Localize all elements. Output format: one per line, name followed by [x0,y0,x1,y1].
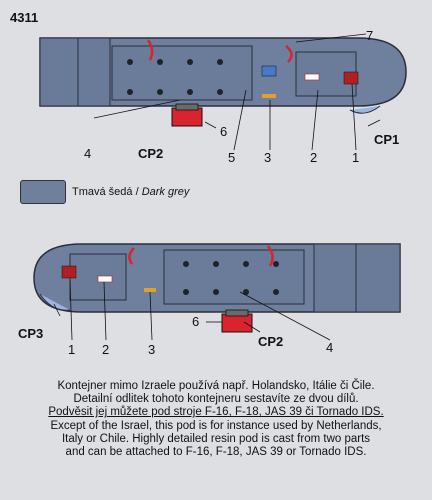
caption-line-5: Italy or Chile. Highly detailed resin po… [61,432,371,445]
bottom-label-cp2: CP2 [258,334,283,349]
caption-line-1: Kontejner mimo Izraele používá např. Hol… [57,380,375,392]
top-label-2: 2 [310,150,317,165]
legend-label-en: Dark grey [141,186,190,198]
bottom-label-1: 1 [68,342,75,357]
caption-line-6: and can be attached to F-16, F-18, JAS 3… [65,446,367,459]
page-number: 4311 [10,10,39,25]
bottom-label-4: 4 [326,340,333,355]
bottom-label-cp3: CP3 [18,326,43,341]
top-pod: 7 6 4 5 3 2 1 CP1 CP2 [39,28,407,165]
caption-line-3: Podvěsit jej můžete pod stroje F-16, F-1… [48,406,384,419]
caption: Kontejner mimo Izraele používá např. Hol… [0,380,432,459]
top-label-5: 5 [228,150,235,165]
pod-drawings: 7 6 4 5 3 2 1 CP1 CP2 [18,28,407,357]
top-label-6: 6 [220,124,227,139]
top-label-3: 3 [264,150,271,165]
legend-swatch [20,180,66,204]
caption-line-2: Detailní odlitek tohoto kontejneru sesta… [73,393,359,406]
top-label-4: 4 [84,146,91,161]
top-label-cp1: CP1 [374,132,399,147]
color-legend: Tmavá šedá / Dark grey [20,180,189,204]
top-label-7: 7 [366,28,373,43]
bottom-pod: CP3 1 2 3 6 CP2 4 [18,243,401,357]
bottom-label-6: 6 [192,314,199,329]
top-label-cp2: CP2 [138,146,163,161]
bottom-label-2: 2 [102,342,109,357]
caption-line-4: Except of the Israel, this pod is for in… [50,419,382,432]
legend-label: Tmavá šedá / Dark grey [72,186,189,198]
legend-separator: / [132,186,142,198]
bottom-label-3: 3 [148,342,155,357]
legend-label-cz: Tmavá šedá [72,186,133,198]
top-label-1: 1 [352,150,359,165]
